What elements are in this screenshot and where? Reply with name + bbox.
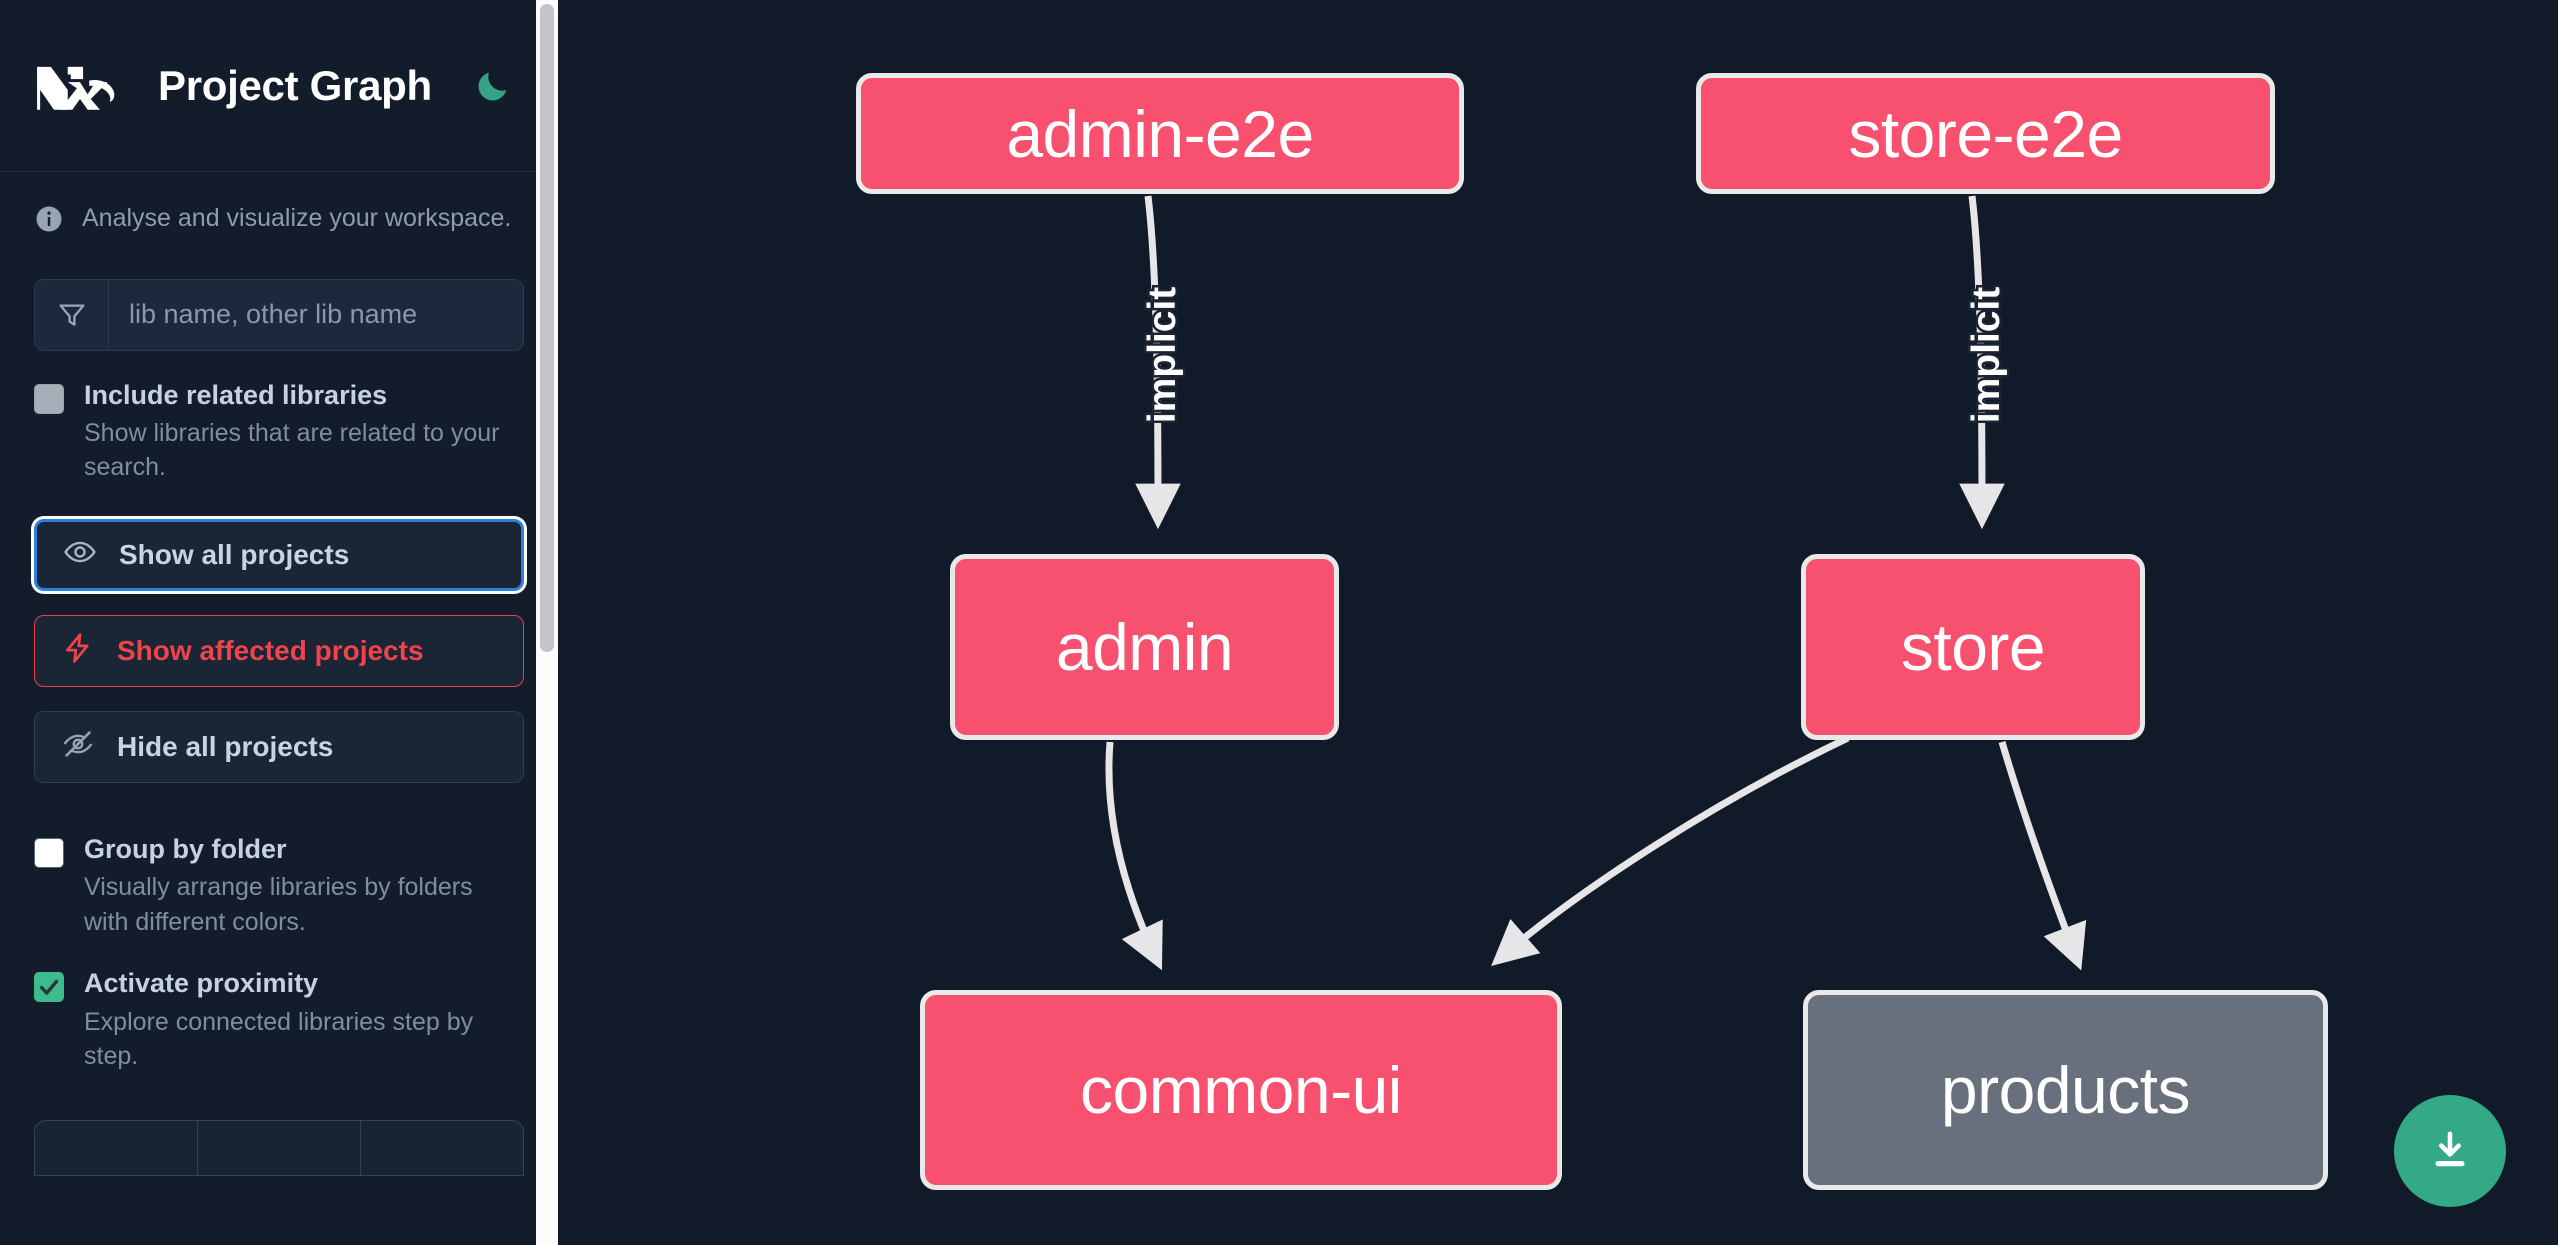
option-label: Group by folder <box>84 833 287 864</box>
button-group-segment-2[interactable] <box>198 1120 361 1175</box>
activate-proximity-checkbox[interactable] <box>34 972 64 1003</box>
graph-node-store[interactable]: store <box>1801 554 2145 740</box>
edge-store-common-ui <box>1491 734 1850 966</box>
download-button[interactable] <box>2394 1095 2506 1207</box>
button-group-segment-3[interactable] <box>361 1121 523 1175</box>
include-related-libraries-checkbox[interactable] <box>34 383 64 414</box>
download-icon <box>2424 1124 2476 1179</box>
search-input[interactable] <box>109 279 523 350</box>
nx-logo-icon <box>34 58 126 114</box>
sidebar-scrollbar-thumb[interactable] <box>540 4 554 652</box>
option-group-by-folder[interactable]: Group by folder Visually arrange librari… <box>0 805 558 939</box>
node-label: common-ui <box>1080 1053 1402 1127</box>
eye-icon <box>63 535 97 574</box>
button-group-segment-1[interactable] <box>35 1120 198 1175</box>
hide-all-projects-button[interactable]: Hide all projects <box>34 710 524 783</box>
workspace-note-text: Analyse and visualize your workspace. <box>82 204 512 232</box>
graph-node-admin[interactable]: admin <box>950 554 1339 740</box>
page-title: Project Graph <box>158 61 432 109</box>
node-label: admin-e2e <box>1006 96 1314 171</box>
graph-node-admin-e2e[interactable]: admin-e2e <box>856 73 1464 194</box>
node-label: store <box>1900 610 2046 684</box>
button-label: Show all projects <box>119 538 350 570</box>
graph-node-common-ui[interactable]: common-ui <box>920 990 1562 1190</box>
workspace-note: Analyse and visualize your workspace. <box>0 172 558 257</box>
lightning-icon <box>61 631 95 670</box>
option-label: Include related libraries <box>84 379 388 410</box>
option-description: Visually arrange libraries by folders wi… <box>84 873 473 936</box>
sidebar-scrollbar[interactable] <box>536 0 558 1245</box>
group-by-folder-checkbox[interactable] <box>34 837 64 868</box>
node-label: store-e2e <box>1848 96 2123 171</box>
filter-icon <box>35 279 109 350</box>
option-label: Activate proximity <box>84 968 319 999</box>
sidebar-header: Project Graph <box>0 0 558 172</box>
edge-label-implicit-admin: implicit <box>1141 287 1184 424</box>
edge-store-e2e-store <box>1959 195 2005 530</box>
show-all-projects-button[interactable]: Show all projects <box>34 518 524 591</box>
node-label: admin <box>1055 610 1234 684</box>
option-description: Show libraries that are related to your … <box>84 418 500 482</box>
node-label: products <box>1940 1053 2191 1127</box>
edge-labels: implicit implicit <box>1139 284 2011 426</box>
edge-store-products <box>1998 741 2087 971</box>
graph-edges: implicit implicit <box>1105 195 2087 971</box>
moon-icon[interactable] <box>470 63 516 109</box>
sidebar: Project Graph Analyse and visualize your… <box>0 0 558 1245</box>
option-activate-proximity[interactable]: Activate proximity Explore connected lib… <box>0 939 558 1073</box>
edge-label-implicit-store: implicit <box>1965 287 2008 424</box>
button-label: Hide all projects <box>117 730 334 762</box>
option-include-related-libraries[interactable]: Include related libraries Show libraries… <box>0 351 558 485</box>
eye-off-icon <box>61 727 95 766</box>
graph-canvas[interactable]: implicit implicit admin-e2e store-e2e ad… <box>558 0 2558 1245</box>
graph-node-products[interactable]: products <box>1803 990 2328 1190</box>
info-icon <box>34 204 64 234</box>
show-affected-projects-button[interactable]: Show affected projects <box>34 614 524 687</box>
button-label: Show affected projects <box>117 634 424 666</box>
graph-node-store-e2e[interactable]: store-e2e <box>1696 73 2275 194</box>
option-description: Explore connected libraries step by step… <box>84 1007 474 1071</box>
text-filter-button-group[interactable] <box>34 1119 524 1176</box>
search-field[interactable] <box>34 278 524 351</box>
edge-admin-e2e-admin <box>1135 195 1181 530</box>
edge-admin-common-ui <box>1105 741 1163 971</box>
